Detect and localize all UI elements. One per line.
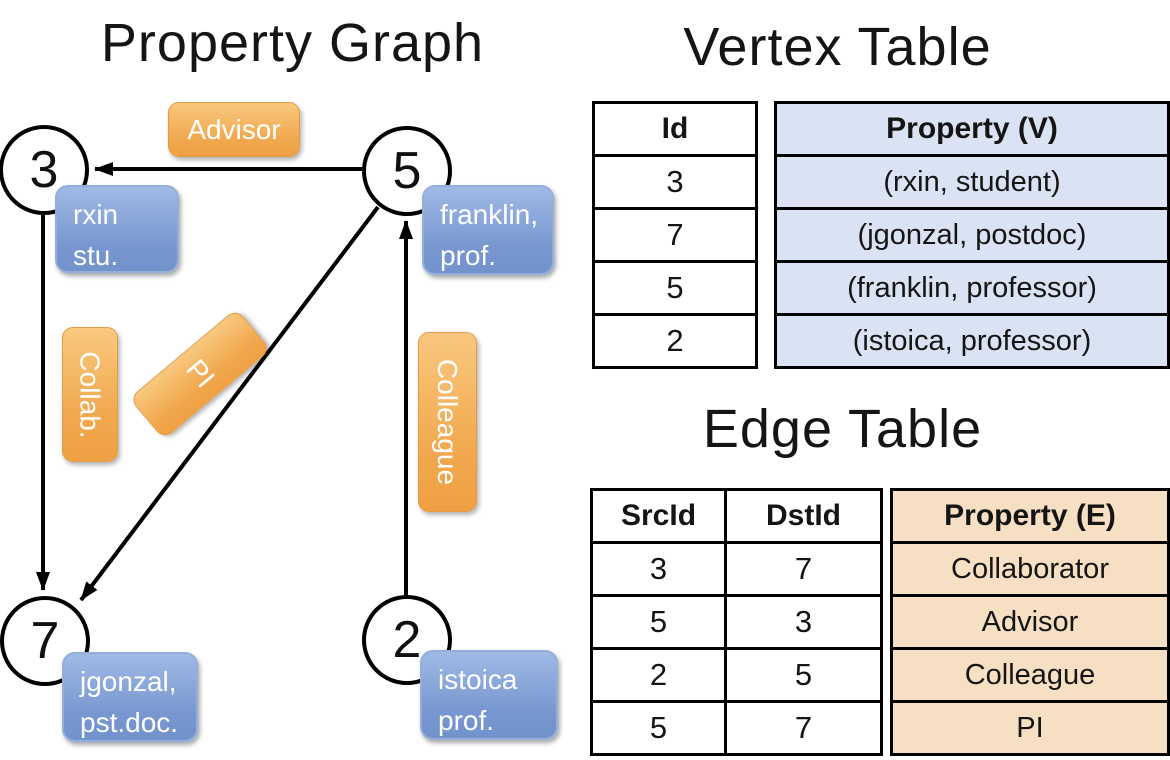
vertex-property-cell: (franklin, professor) — [774, 260, 1170, 316]
vertex-property-table: Property (V) (rxin, student) (jgonzal, p… — [774, 101, 1170, 369]
edge-label-advisor-text: Advisor — [187, 113, 281, 145]
vertex-id-cell: 2 — [592, 313, 758, 369]
table-row: 3 7 — [590, 541, 883, 597]
edge-property-header: Property (E) — [890, 488, 1170, 544]
table-row: 5 3 — [590, 594, 883, 650]
vertex-id-cell: 3 — [592, 154, 758, 210]
edge-src-cell: 5 — [590, 594, 727, 650]
edge-dst-cell: 3 — [724, 594, 883, 650]
table-row: (jgonzal, postdoc) — [774, 207, 1170, 263]
vertex-box-jgonzal-line1: jgonzal, — [80, 666, 177, 697]
edge-label-colleague: Colleague — [418, 332, 477, 512]
property-graph-title: Property Graph — [100, 13, 485, 73]
edge-property-cell: Collaborator — [890, 541, 1170, 597]
node-7-id: 7 — [30, 612, 60, 670]
vertex-property-header: Property (V) — [774, 101, 1170, 157]
vertex-box-istoica-line2: prof. — [438, 704, 495, 736]
table-row: (franklin, professor) — [774, 260, 1170, 316]
edge-label-colleague-text: Colleague — [432, 358, 464, 486]
vertex-box-franklin-line1: franklin, — [440, 199, 539, 230]
edge-property-cell: Advisor — [890, 594, 1170, 650]
edge-src-dst-table: SrcId DstId 3 7 5 3 2 5 5 7 — [590, 488, 883, 756]
edge-src-cell: 5 — [590, 700, 727, 756]
edge-srcid-header: SrcId — [590, 488, 727, 544]
edge-dst-cell: 7 — [724, 700, 883, 756]
table-row: 3 — [592, 154, 758, 210]
edge-property-table: Property (E) Collaborator Advisor Collea… — [890, 488, 1170, 756]
vertex-id-cell: 5 — [592, 260, 758, 316]
table-row: (rxin, student) — [774, 154, 1170, 210]
vertex-property-cell: (istoica, professor) — [774, 313, 1170, 369]
node-5-id: 5 — [392, 142, 422, 200]
graph-node-2: 2 — [362, 595, 452, 685]
node-2-id: 2 — [392, 611, 422, 669]
vertex-box-rxin: rxin stu. — [55, 185, 179, 273]
edge-dst-cell: 5 — [724, 647, 883, 703]
edge-property-cell: PI — [890, 700, 1170, 756]
vertex-box-rxin-line2: stu. — [73, 239, 119, 271]
vertex-box-istoica: istoica prof. — [420, 650, 558, 740]
edge-table-title: Edge Table — [702, 399, 983, 459]
edge-label-collab-text: Collab. — [75, 350, 107, 439]
edge-src-cell: 2 — [590, 647, 727, 703]
vertex-box-jgonzal-line2: pst.doc. — [80, 706, 179, 738]
table-row: 5 — [592, 260, 758, 316]
table-row: 7 — [592, 207, 758, 263]
vertex-box-franklin-line2: prof. — [440, 239, 497, 271]
vertex-box-jgonzal: jgonzal, pst.doc. — [62, 652, 198, 742]
vertex-id-cell: 7 — [592, 207, 758, 263]
node-3-id: 3 — [29, 141, 59, 199]
vertex-property-cell: (rxin, student) — [774, 154, 1170, 210]
vertex-id-table: Id 3 7 5 2 — [592, 101, 758, 369]
edge-label-collab: Collab. — [62, 327, 118, 462]
table-row: Colleague — [890, 647, 1170, 703]
edge-dst-cell: 7 — [724, 541, 883, 597]
table-row: 2 5 — [590, 647, 883, 703]
vertex-id-header: Id — [592, 101, 758, 157]
table-row: 5 7 — [590, 700, 883, 756]
vertex-property-cell: (jgonzal, postdoc) — [774, 207, 1170, 263]
table-row: Advisor — [890, 594, 1170, 650]
edge-label-advisor: Advisor — [168, 102, 300, 157]
vertex-table-title: Vertex Table — [683, 17, 992, 77]
graph-node-5: 5 — [362, 126, 452, 216]
edge-label-pi-text: PI — [180, 353, 221, 394]
table-row: PI — [890, 700, 1170, 756]
edge-property-cell: Colleague — [890, 647, 1170, 703]
vertex-box-rxin-line1: rxin — [73, 199, 119, 230]
edge-dstid-header: DstId — [724, 488, 883, 544]
table-row: Collaborator — [890, 541, 1170, 597]
edge-src-cell: 3 — [590, 541, 727, 597]
vertex-box-franklin: franklin, prof. — [422, 185, 554, 275]
edge-5-to-7 — [79, 205, 380, 602]
table-row: 2 — [592, 313, 758, 369]
vertex-box-istoica-line1: istoica — [438, 664, 518, 695]
table-row: (istoica, professor) — [774, 313, 1170, 369]
